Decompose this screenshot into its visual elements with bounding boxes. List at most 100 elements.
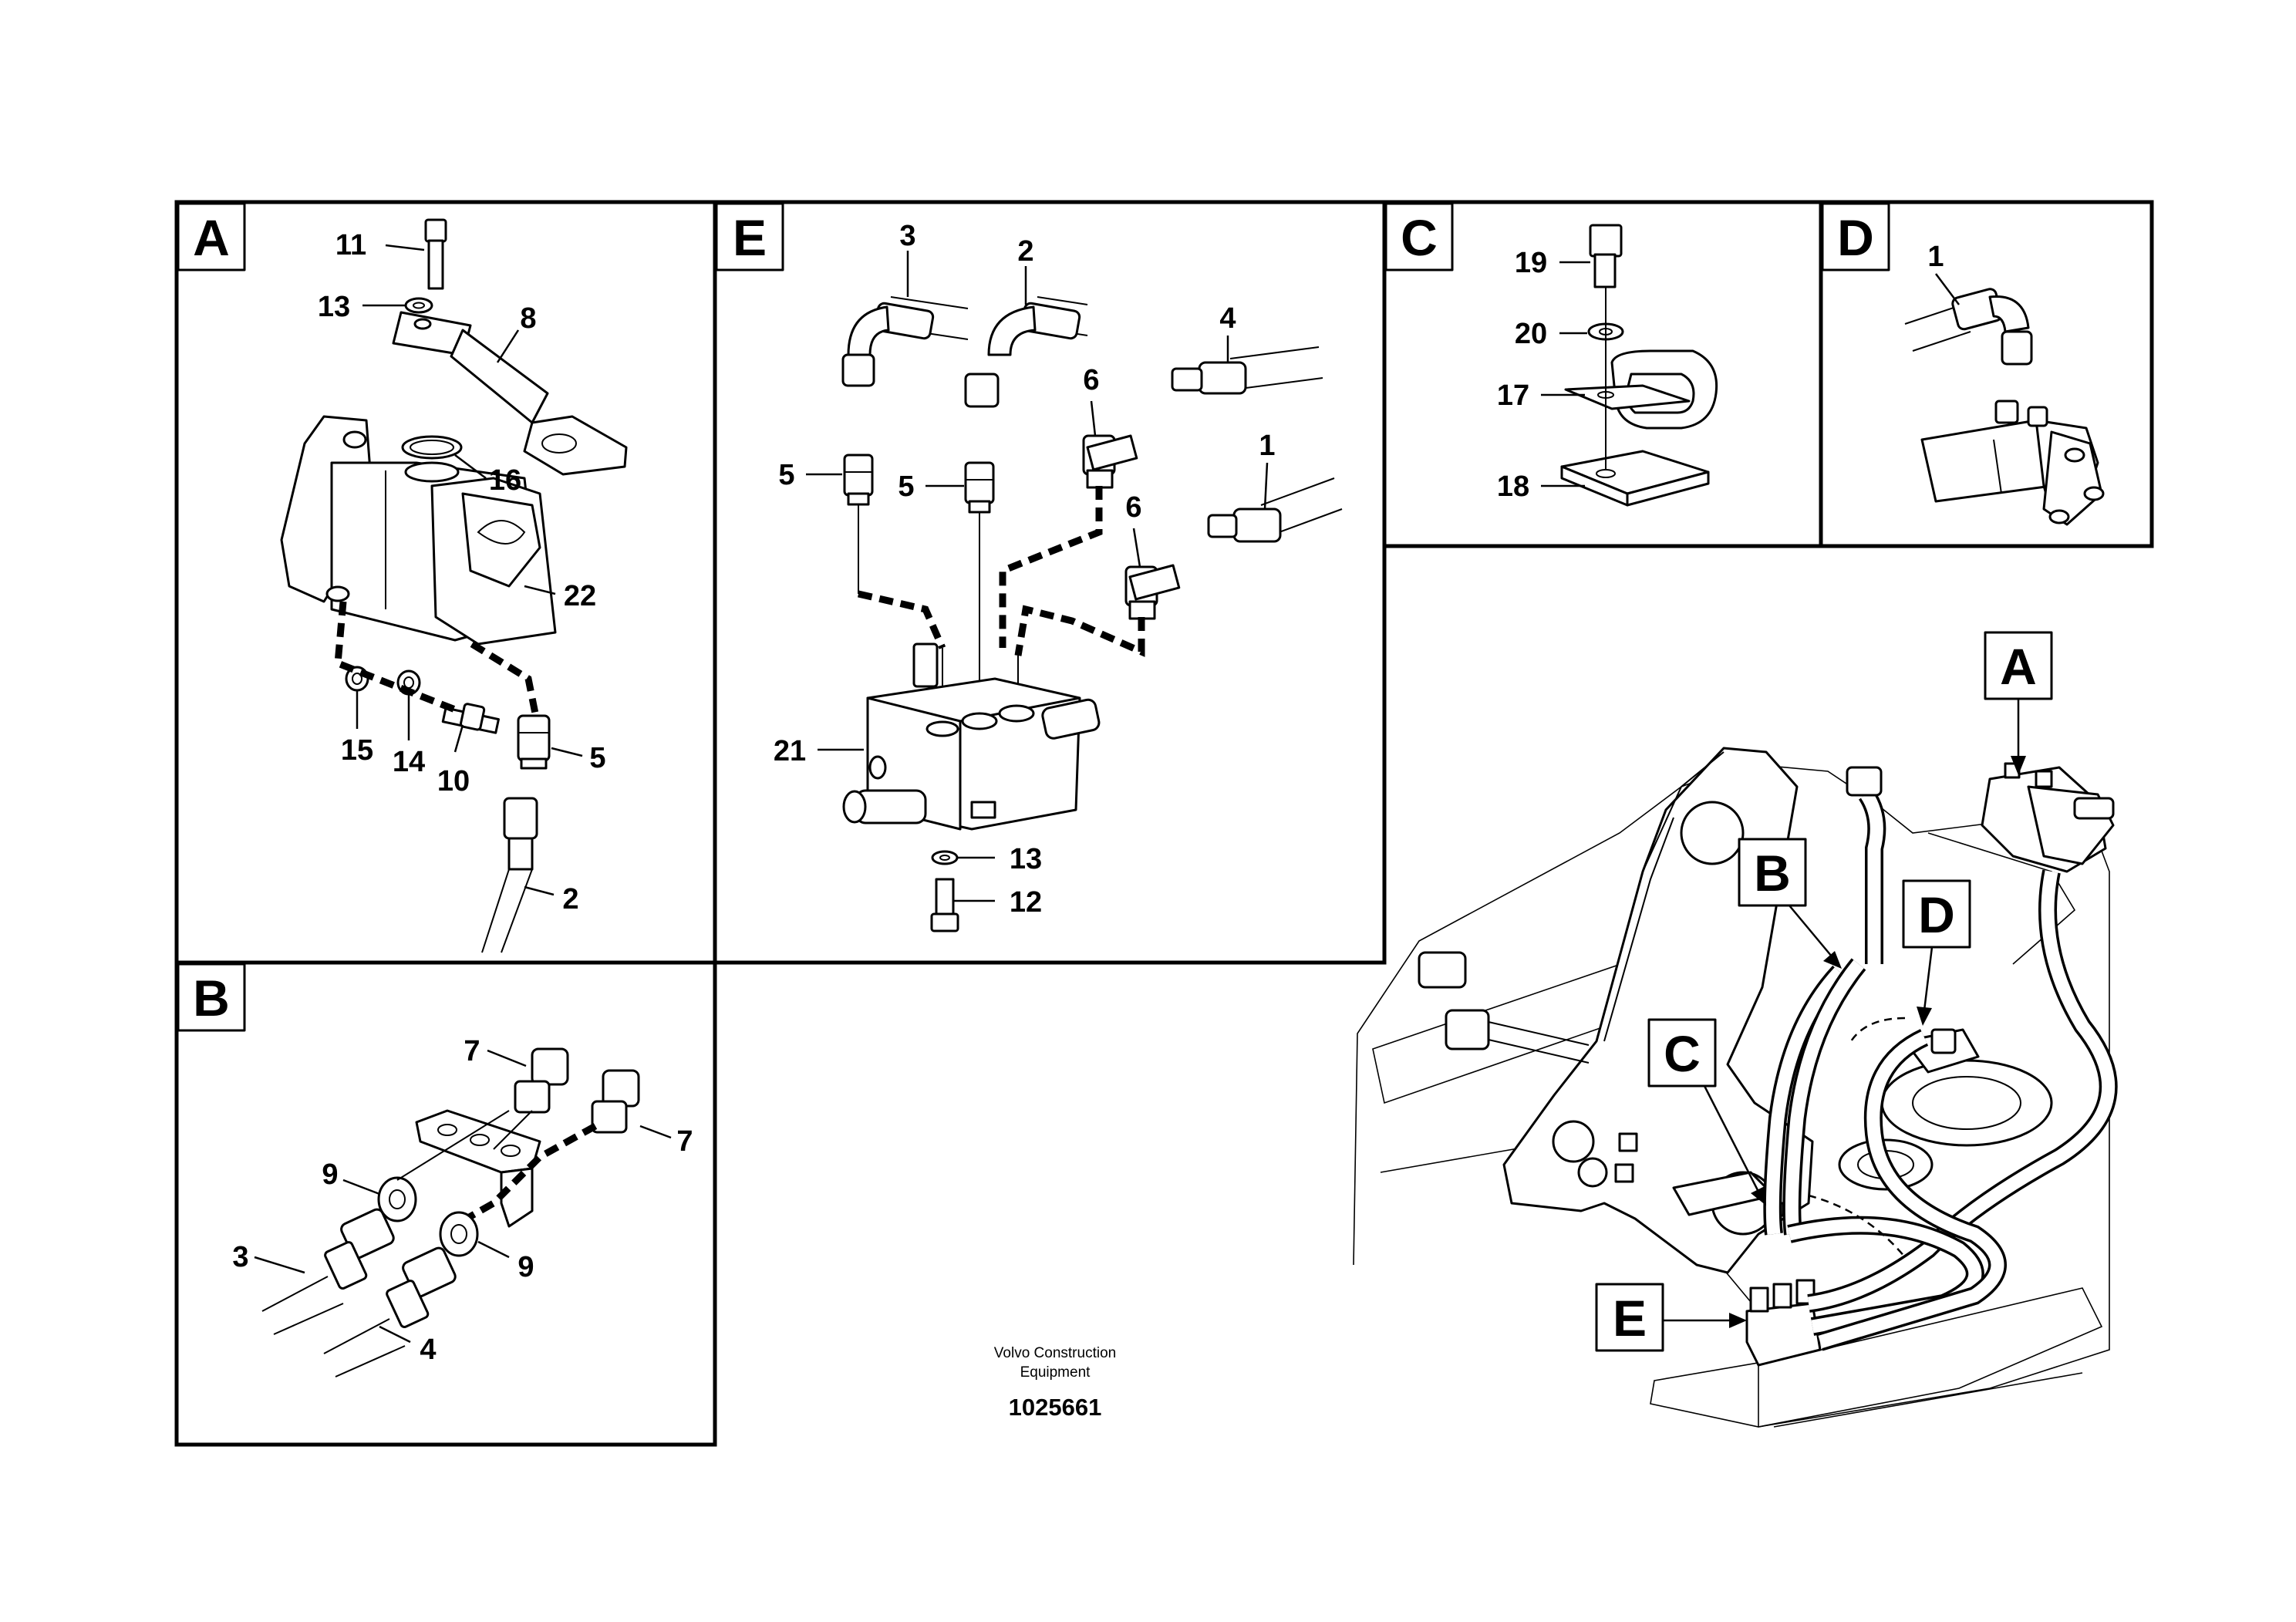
overview-tag-e-box [1595,1283,1664,1352]
fitting-5-right [964,461,995,514]
panel-b-tag: B [193,969,230,1027]
document-number: 1025661 [1009,1394,1102,1421]
callout-e-12: 12 [1010,886,1042,919]
callout-b-4: 4 [420,1334,436,1366]
bolt-12 [930,878,959,932]
callout-a-11: 11 [335,229,366,261]
callout-e-1: 1 [1259,430,1275,462]
elbow-6-upper [1082,434,1138,489]
overview-tag-c-box [1647,1018,1717,1088]
panel-e-tag: E [733,209,767,266]
bolt-11 [424,218,447,290]
panel-b-frame [174,960,717,1447]
panel-e-dash-2 [999,486,1103,648]
overview-tag-a: A [2000,638,2037,695]
caption-line-1: Volvo Construction [994,1345,1116,1361]
panel-d-tag: D [1837,209,1874,266]
panel-a-dash-2 [470,641,540,718]
callout-c-17: 17 [1497,379,1529,412]
overview-tag-b: B [1754,845,1791,902]
overview-tag-e: E [1613,1290,1647,1347]
panel-d-tag-box [1821,202,1890,271]
callout-c-19: 19 [1515,247,1547,279]
callout-a-16: 16 [489,464,521,497]
hose-3-b [261,1208,395,1335]
hose-1 [1207,477,1343,543]
bolt-10 [441,703,500,734]
callout-e-5b: 5 [898,470,914,503]
panel-e-dash-1 [857,590,946,649]
callout-a-2: 2 [562,883,578,916]
overview-tag-b-box [1738,838,1807,907]
callout-a-5: 5 [589,742,605,774]
panel-a-tag: A [193,209,230,266]
panel-a-tag-box [177,202,246,271]
swing-ring [1838,1059,2053,1191]
panel-b: B [177,963,693,1378]
callout-a-14: 14 [393,746,425,778]
overview-tag-d-box [1902,879,1971,949]
callout-b-9a: 9 [322,1158,338,1191]
bolt-19 [1589,224,1623,288]
pipe-elbow-8 [392,311,628,476]
callout-c-18: 18 [1497,470,1529,503]
fitting-7-left [514,1047,569,1114]
plate-18 [1560,450,1710,507]
callout-c-20: 20 [1515,318,1547,350]
clamp-17 [1564,349,1718,430]
callout-a-22: 22 [564,580,596,612]
pump-22 [280,415,557,646]
publisher-caption: Volvo Construction Equipment 1025661 [994,1345,1116,1421]
hose-2 [481,797,538,953]
panel-a: A [177,202,628,953]
fitting-5 [517,714,551,770]
valve-21 [842,642,1101,831]
hose-3 [841,296,969,387]
nut-9-left [377,1176,417,1222]
callout-b-7b: 7 [676,1125,693,1158]
panel-e-frame [713,200,1387,965]
panel-e-dash-3 [1014,605,1145,657]
callout-b-9b: 9 [518,1251,534,1283]
panel-b-tag-box [177,963,246,1032]
overview-valve [1745,1279,1822,1367]
overview-tag-a-box [1984,631,2053,700]
callout-e-13: 13 [1010,843,1042,875]
overview: A B D C E [1353,631,2118,1428]
callout-e-21: 21 [774,735,806,767]
caption-line-2: Equipment [1020,1364,1091,1381]
callout-a-13: 13 [318,291,350,323]
washer-13-e [931,850,959,865]
overview-tag-c: C [1664,1025,1701,1082]
fitting-7-right [591,1069,640,1134]
overview-pump [1981,762,2115,873]
hose-1-d [1904,288,2033,366]
callout-d-1: 1 [1927,241,1944,273]
hose-2-e [964,296,1088,408]
panel-b-dash [464,1123,598,1222]
bracket-b [415,1109,541,1228]
hose-4 [1171,346,1323,395]
fitting-5-left [843,454,874,506]
callout-a-8: 8 [520,302,536,335]
washer-13 [404,297,433,314]
callout-a-10: 10 [437,765,470,798]
panel-e-tag-box [715,202,784,271]
motor-d [1920,400,2105,526]
panel-c-tag: C [1401,209,1438,266]
callout-a-15: 15 [341,734,373,767]
callout-e-5a: 5 [778,459,794,491]
callout-e-6b: 6 [1125,491,1141,524]
elbow-6-lower [1124,564,1181,620]
panel-e: E [715,202,1343,932]
callout-e-4: 4 [1219,302,1236,335]
hose-4-b [323,1246,457,1378]
callout-b-7a: 7 [464,1035,480,1067]
callout-b-3: 3 [232,1241,248,1273]
cylinder-left [1418,951,1467,989]
callout-e-3: 3 [899,220,915,252]
panel-c-tag-box [1384,202,1454,271]
panel-d: D 1 [1821,202,2105,526]
callout-e-6a: 6 [1083,364,1099,396]
